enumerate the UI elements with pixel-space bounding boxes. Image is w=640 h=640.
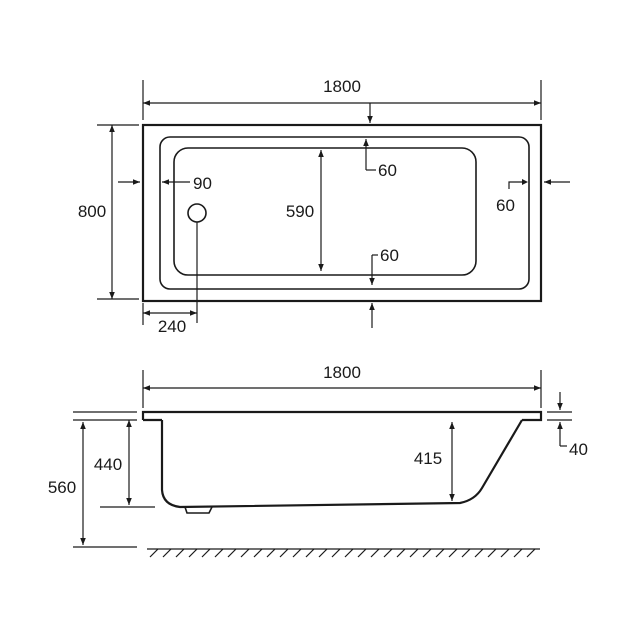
rim-height-label: 440	[94, 455, 122, 474]
floor-hatch-stroke	[500, 548, 510, 558]
floor-hatch-stroke	[474, 548, 484, 558]
floor-hatch-stroke	[149, 548, 159, 558]
floor-hatch-stroke	[344, 548, 354, 558]
rim-bottom-label: 60	[380, 246, 399, 265]
bath-rim-profile	[141, 410, 543, 422]
floor-hatch-stroke	[318, 548, 328, 558]
floor-hatch-stroke	[214, 548, 224, 558]
floor-hatch-stroke	[162, 548, 172, 558]
side-length-label: 1800	[323, 363, 361, 382]
floor-hatch-stroke	[279, 548, 289, 558]
waste-position-label: 240	[158, 317, 186, 336]
floor-hatch-stroke	[422, 548, 432, 558]
floor-hatch-stroke	[292, 548, 302, 558]
floor-hatch-stroke	[331, 548, 341, 558]
floor-hatch-stroke	[396, 548, 406, 558]
floor-hatch-stroke	[409, 548, 419, 558]
floor-hatch-stroke	[201, 548, 211, 558]
floor-hatch-stroke	[188, 548, 198, 558]
top-view: 1800 800 60 590 60 60 90 240	[78, 77, 570, 336]
rim-right-arrow-inner-head	[522, 179, 528, 185]
floor-hatch-stroke	[240, 548, 250, 558]
floor-hatch-stroke	[370, 548, 380, 558]
basin-width-label: 590	[286, 202, 314, 221]
rim-right-label: 60	[496, 196, 515, 215]
rim-top-label: 60	[378, 161, 397, 180]
bath-shell-profile	[160, 419, 523, 509]
bath-basin	[173, 147, 477, 276]
floor-hatch-stroke	[253, 548, 263, 558]
floor-hatch-stroke	[357, 548, 367, 558]
bath-foot	[184, 506, 213, 514]
floor-hatch-stroke	[461, 548, 471, 558]
waste-outlet	[187, 203, 207, 223]
overall-height-label: 560	[48, 478, 76, 497]
waste-offset-label: 90	[193, 174, 212, 193]
floor-hatch-stroke	[175, 548, 185, 558]
floor-hatch-stroke	[513, 548, 523, 558]
floor-hatch-stroke	[305, 548, 315, 558]
floor-hatch-stroke	[227, 548, 237, 558]
bath-rim-inner	[159, 136, 530, 290]
floor-hatch-stroke	[487, 548, 497, 558]
bath-outer-outline	[141, 123, 543, 303]
floor-hatch-stroke	[435, 548, 445, 558]
floor-hatch-stroke	[526, 548, 536, 558]
rim-thickness-label: 40	[569, 440, 588, 459]
length-label: 1800	[323, 77, 361, 96]
inner-depth-label: 415	[414, 449, 442, 468]
width-label: 800	[78, 202, 106, 221]
floor-hatch-stroke	[448, 548, 458, 558]
floor-hatching	[149, 548, 536, 558]
side-view: 1800 440 560 415 40	[48, 363, 588, 558]
floor-hatch-stroke	[266, 548, 276, 558]
floor-hatch-stroke	[383, 548, 393, 558]
rim-right-leader	[508, 181, 522, 189]
